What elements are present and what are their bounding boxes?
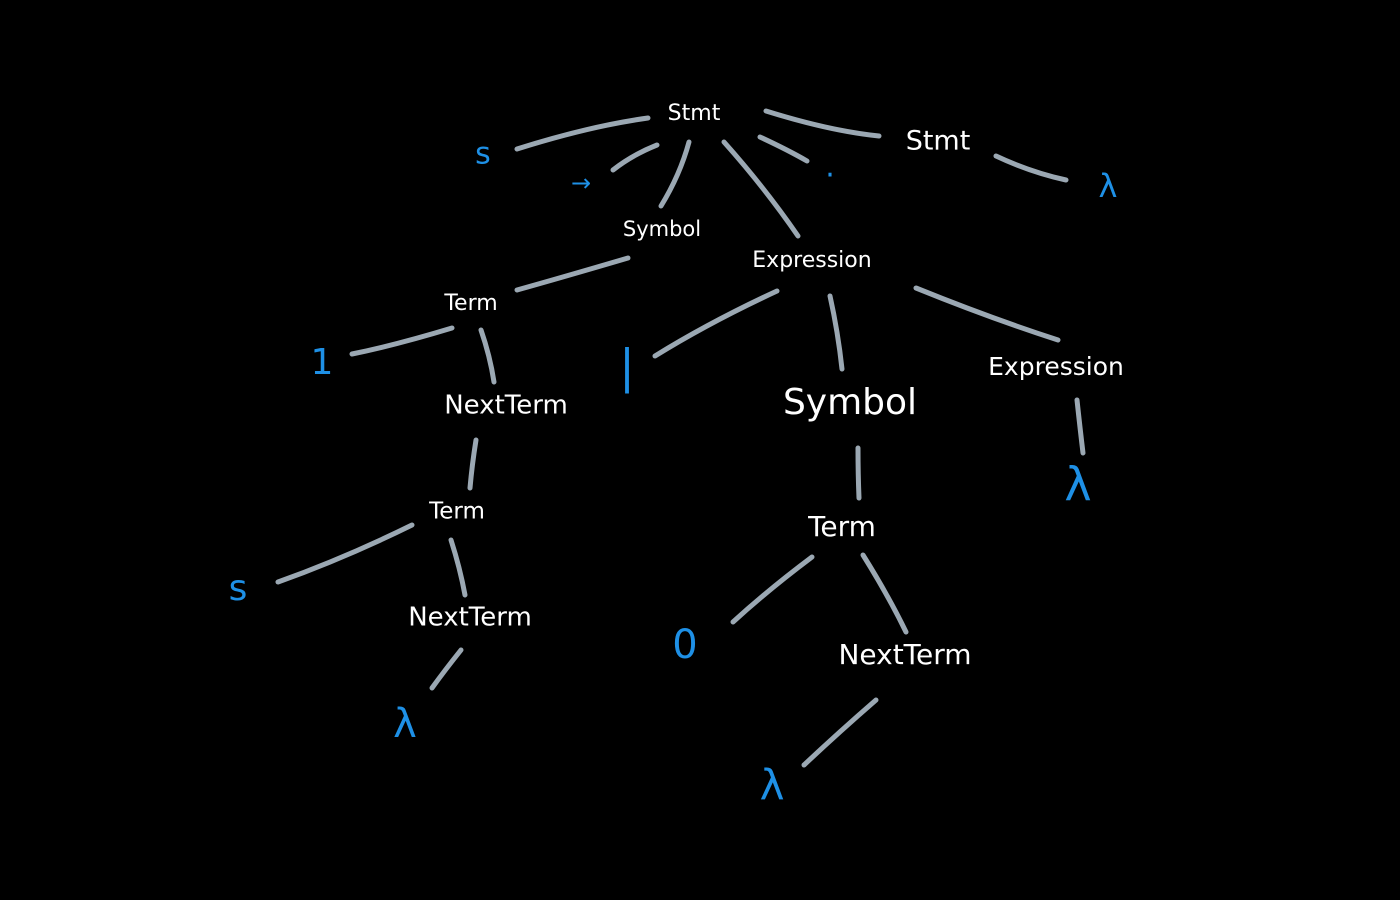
node-terminal-zero: 0 xyxy=(672,622,697,668)
tree-edges xyxy=(275,108,1086,768)
edge-symbol2-to-term xyxy=(855,445,862,501)
node-expression-2: Expression xyxy=(988,352,1124,381)
node-terminal-s: s xyxy=(475,137,491,172)
edge-expression-to-symbol2 xyxy=(827,293,845,372)
node-term-1: Term xyxy=(443,291,497,316)
edge-nextterm3-to-lambda xyxy=(801,697,879,768)
node-expression: Expression xyxy=(752,248,871,273)
node-symbol: Symbol xyxy=(623,217,701,241)
edge-stmt-to-expression xyxy=(721,139,801,239)
edge-term-to-nextterm xyxy=(478,327,497,385)
edge-stmt-to-symbol xyxy=(658,139,692,209)
edge-term2-to-nextterm xyxy=(448,537,468,598)
node-stmt-root: Stmt xyxy=(668,101,721,126)
tree-nodes: Stmt s → Symbol Expression . Stmt λ Term… xyxy=(229,101,1124,810)
edge-stmt2-to-lambda xyxy=(993,153,1069,183)
edge-stmt-to-s xyxy=(514,115,651,152)
node-nextterm-3: NextTerm xyxy=(838,638,971,671)
edge-expression-to-bar xyxy=(652,288,780,359)
node-terminal-s-2: s xyxy=(229,568,248,609)
node-lambda-3: λ xyxy=(1064,458,1091,512)
edge-term3-to-nextterm xyxy=(860,552,909,635)
edge-stmt-to-dot xyxy=(757,134,810,164)
node-term-2: Term xyxy=(428,499,485,525)
node-lambda-stmt: λ xyxy=(1099,167,1118,205)
node-terminal-one: 1 xyxy=(311,342,334,383)
edge-nextterm2-to-lambda xyxy=(429,647,464,691)
edge-nextterm-to-term xyxy=(467,437,479,491)
node-terminal-dot: . xyxy=(825,150,835,185)
node-nextterm-1: NextTerm xyxy=(444,391,568,421)
node-nextterm-2: NextTerm xyxy=(408,603,532,633)
edge-stmt-to-arrow xyxy=(610,142,660,173)
edge-expression2-to-lambda xyxy=(1074,397,1086,456)
node-lambda-2: λ xyxy=(760,761,785,810)
node-symbol-2: Symbol xyxy=(783,382,917,423)
node-stmt-2: Stmt xyxy=(906,126,971,157)
edge-term-to-one xyxy=(349,325,455,357)
node-lambda-1: λ xyxy=(393,701,417,747)
node-terminal-arrow: → xyxy=(571,169,591,197)
edge-term3-to-zero xyxy=(730,554,815,625)
edge-expression-to-expression2 xyxy=(913,285,1061,343)
edge-stmt-to-stmt2 xyxy=(763,108,882,139)
edge-symbol-to-term xyxy=(514,255,631,293)
edge-term2-to-s xyxy=(275,522,415,585)
node-term-3: Term xyxy=(807,510,876,543)
node-terminal-bar: | xyxy=(619,340,635,395)
